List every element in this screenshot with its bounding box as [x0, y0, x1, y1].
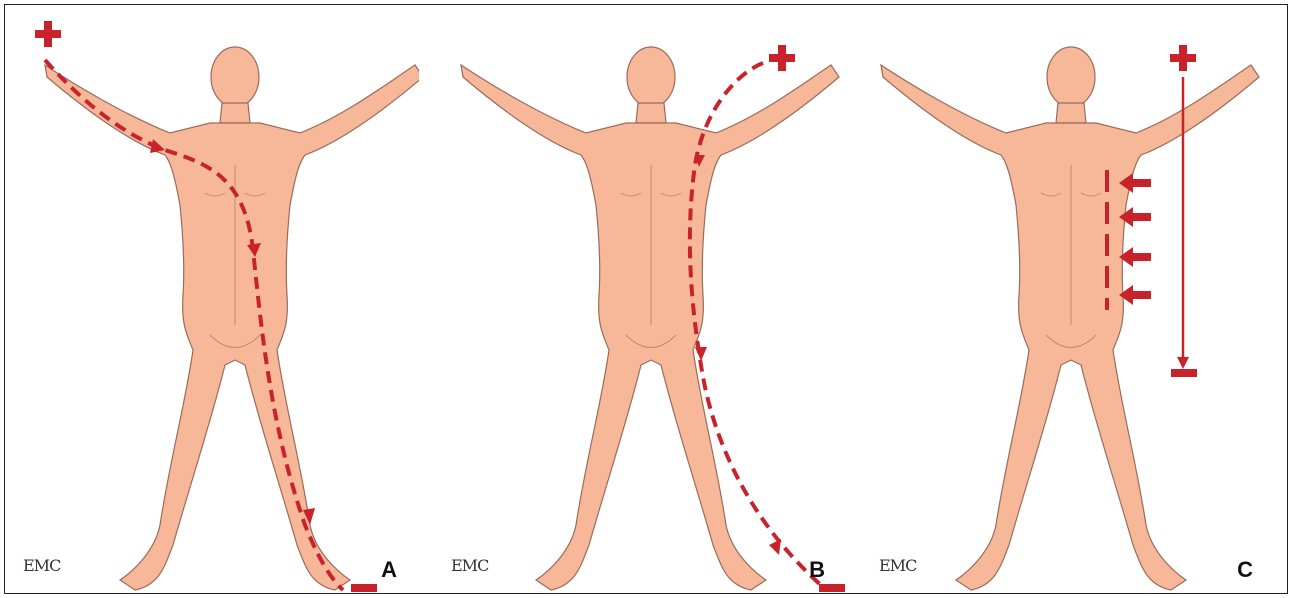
panel-letter-c: C — [1237, 557, 1253, 583]
emc-logo: EMC — [23, 556, 60, 575]
plus-electrode-icon — [769, 45, 795, 71]
plus-electrode-icon — [35, 21, 61, 47]
emc-logo: EMC — [879, 556, 916, 575]
panel-b: EMC B — [433, 5, 847, 593]
body-figure-c — [861, 5, 1275, 593]
minus-electrode-icon — [819, 584, 845, 592]
body-figure-b — [433, 5, 847, 593]
minus-electrode-icon — [1171, 369, 1197, 377]
panel-c: EMC C — [861, 5, 1275, 593]
minus-electrode-icon — [351, 584, 377, 592]
body-figure-a — [5, 5, 419, 593]
plus-electrode-icon — [1170, 45, 1196, 71]
emc-logo: EMC — [451, 556, 488, 575]
panel-letter-b: B — [809, 557, 825, 583]
panel-letter-a: A — [381, 557, 397, 583]
figure-frame: EMC A EMC B — [4, 4, 1288, 594]
panel-a: EMC A — [5, 5, 419, 593]
